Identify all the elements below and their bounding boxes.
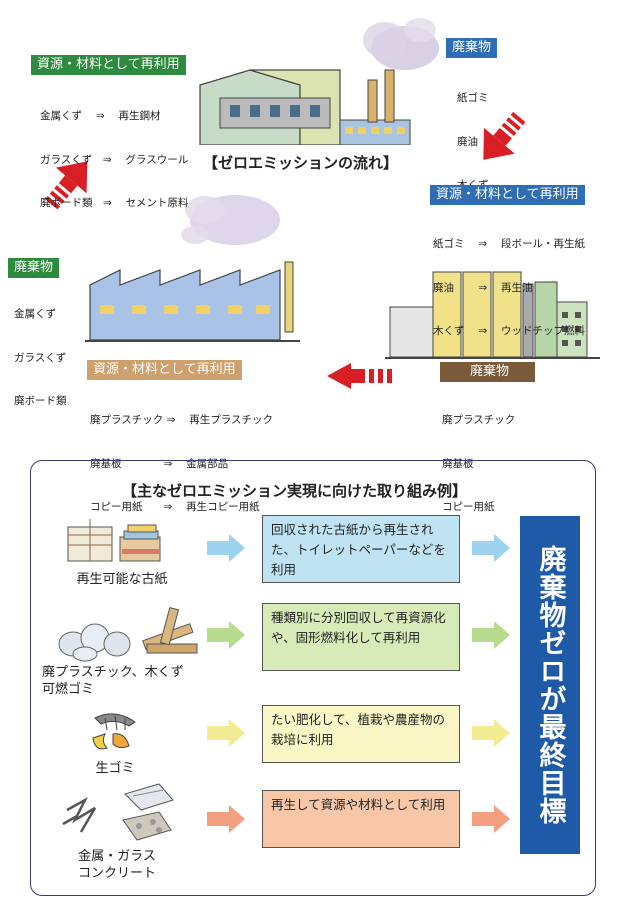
label-waste-left: 廃棄物 — [8, 258, 60, 278]
factory-illustration-right — [385, 271, 600, 359]
list-item: ガラスくず — [14, 351, 67, 364]
list-item: 廃ボード類 — [14, 395, 67, 407]
food-waste-icon — [92, 713, 136, 750]
list-item: 紙ゴミ ⇒ 段ボール・再生紙 — [433, 238, 585, 250]
example-text-metal-glass: 再生して資源や材料として利用 — [262, 790, 460, 848]
caption-food-waste: 生ゴミ — [95, 761, 135, 776]
arrow-right-icon — [472, 805, 510, 833]
caption-metal-glass-text: 金属・ガラス コンクリート — [77, 849, 156, 881]
arrow-right-icon — [207, 621, 245, 649]
list-item: 廃ボード類 ⇒ セメント原料 — [40, 197, 189, 209]
example-text-plastic-wood: 種類別に分別回収して再資源化や、固形燃料化して再利用 — [262, 603, 460, 671]
example-text-food-waste: たい肥化して、植栽や農産物の栽培に利用 — [262, 705, 460, 763]
examples-panel — [30, 460, 596, 896]
flow-arrow-top-right — [483, 111, 526, 160]
plastic-bags-wood-icon — [58, 606, 198, 662]
label-reuse-bottom-left: 資源・材料として再利用 — [87, 360, 242, 380]
metal-glass-concrete-icon — [62, 783, 174, 841]
label-waste-bottom-right: 廃棄物 — [440, 362, 535, 382]
label-reuse-right: 資源・材料として再利用 — [430, 185, 585, 205]
example-text-paper: 回収された古紙から再生された、トイレットペーパーなどを利用 — [262, 515, 460, 583]
flow-title: 【ゼロエミッションの流れ】 — [203, 154, 399, 172]
factory-illustration-left — [85, 195, 300, 342]
list-item: 金属くず — [14, 308, 56, 320]
waste-paper-icon — [67, 519, 161, 562]
label-waste-top-right: 廃棄物 — [446, 38, 498, 58]
label-reuse-top-left: 資源・材料として再利用 — [31, 55, 186, 75]
arrow-right-icon — [472, 719, 510, 747]
arrow-right-icon — [207, 805, 245, 833]
list-item: 金属くず ⇒ 再生鋼材 — [40, 110, 161, 122]
caption-paper: 再生可能な古紙 — [76, 572, 168, 587]
list-reuse-right: 紙ゴミ ⇒ 段ボール・再生紙 廃油 ⇒ 再生油 木くず ⇒ ウッドチップ燃料 — [433, 208, 585, 353]
list-item: 廃プラスチック — [442, 414, 516, 426]
list-item: 木くず ⇒ ウッドチップ燃料 — [433, 325, 585, 337]
examples-title: 【主なゼロエミッション実現に向けた取り組み例】 — [122, 482, 468, 500]
list-waste-left: 金属くず ガラスくず 廃ボード類 — [14, 278, 67, 423]
flow-arrow-left-up — [45, 161, 88, 210]
list-item: コピー用紙 — [442, 501, 495, 513]
goal-zero-waste: 廃棄物ゼロが最終目標 — [520, 516, 580, 854]
list-item: ガラスくず ⇒ グラスウール — [40, 153, 189, 166]
arrow-right-icon — [207, 534, 245, 562]
list-reuse-top-left: 金属くず ⇒ 再生鋼材 ガラスくず ⇒ グラスウール 廃ボード類 ⇒ セメント原… — [40, 80, 188, 225]
caption-metal-glass: 金属・ガラス コンクリート — [62, 848, 172, 882]
arrow-right-icon — [472, 534, 510, 562]
list-item: 紙ゴミ — [457, 92, 489, 104]
caption-plastic-wood-text: 廃プラスチック、木くず 可燃ゴミ — [42, 665, 184, 697]
list-item: コピー用紙 ⇒ 再生コピー用紙 — [90, 501, 260, 513]
arrow-right-icon — [472, 621, 510, 649]
flow-arrow-bottom-left — [327, 363, 392, 389]
caption-plastic-wood: 廃プラスチック、木くず 可燃ゴミ — [42, 664, 222, 698]
list-item: 廃プラスチック ⇒ 再生プラスチック — [90, 414, 274, 426]
arrow-right-icon — [207, 719, 245, 747]
factory-illustration-top — [199, 18, 439, 145]
list-item: 廃油 ⇒ 再生油 — [433, 281, 533, 294]
list-item: 廃油 — [457, 135, 478, 148]
